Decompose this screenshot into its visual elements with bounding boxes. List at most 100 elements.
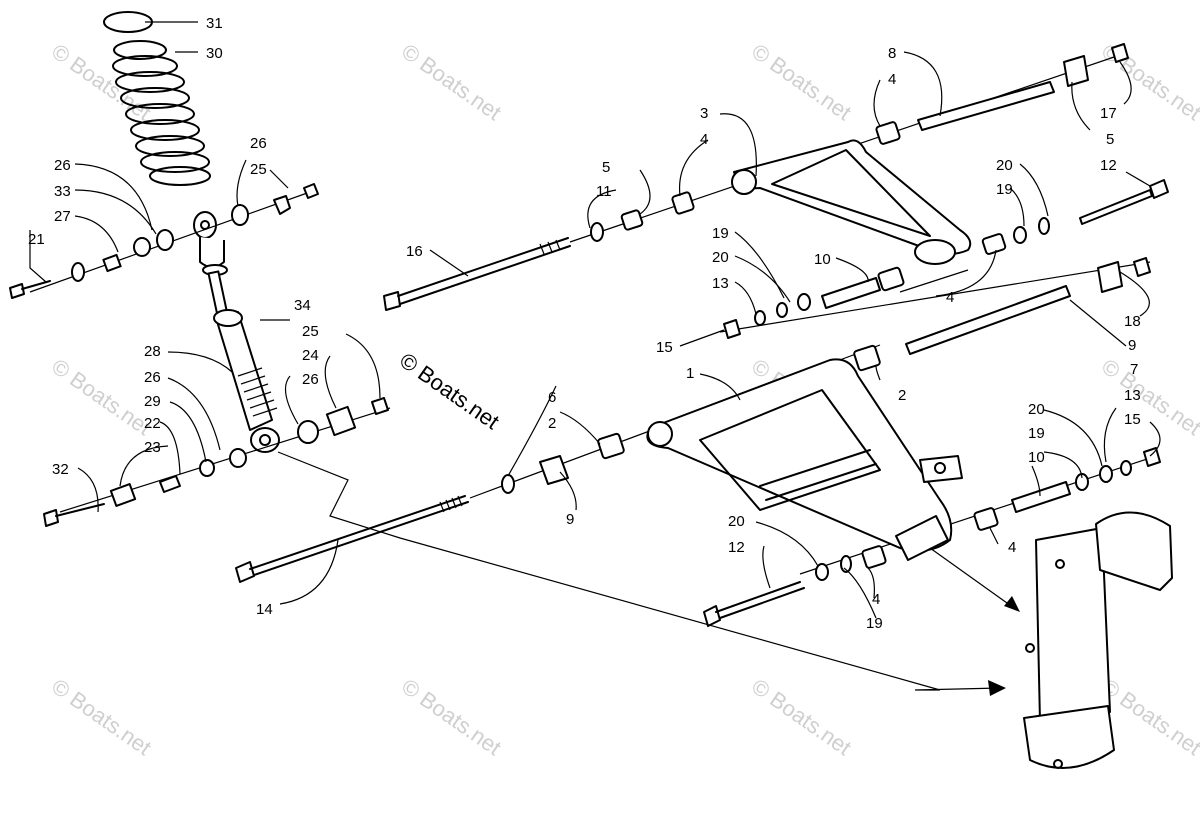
washer <box>1120 460 1132 476</box>
washer <box>229 448 247 468</box>
bushing <box>875 121 901 145</box>
callout-33: 33 <box>54 183 71 200</box>
callout-32: 32 <box>52 461 69 478</box>
watermark: © Boats.net <box>47 39 156 126</box>
bolt-head <box>703 605 721 627</box>
sleeve <box>821 277 881 309</box>
bolt-head <box>43 509 59 527</box>
callout-31: 31 <box>206 15 223 32</box>
spring-cap <box>103 11 153 33</box>
washer <box>156 229 174 251</box>
callout-13: 13 <box>712 275 729 292</box>
upper-arm-hardware <box>590 43 1169 339</box>
shock-shaft-collar <box>199 237 225 268</box>
callout-26: 26 <box>250 135 267 152</box>
lower-arm-bushing-end <box>647 421 673 447</box>
callout-10: 10 <box>1028 449 1045 466</box>
callout-20: 20 <box>728 513 745 530</box>
callout-16: 16 <box>406 243 423 260</box>
watermark: © Boats.net <box>397 39 506 126</box>
callout-19: 19 <box>996 181 1013 198</box>
watermark: © Boats.net <box>747 674 856 761</box>
lower-arm-hardware <box>501 257 1161 627</box>
bushing <box>853 344 881 372</box>
callout-19: 19 <box>712 225 729 242</box>
callout-28: 28 <box>144 343 161 360</box>
bushing <box>671 191 695 215</box>
callout-24: 24 <box>302 347 319 364</box>
callout-labels: 31 30 26 33 27 21 26 25 34 25 24 26 28 2… <box>28 15 1141 632</box>
lock-nut <box>371 397 389 415</box>
callout-34: 34 <box>294 297 311 314</box>
coil-spring <box>112 40 211 186</box>
upper-a-arm <box>731 139 972 265</box>
bolt-head <box>9 283 25 299</box>
callout-22: 22 <box>144 415 161 432</box>
washer <box>797 293 811 311</box>
sleeve <box>1011 481 1071 513</box>
callout-9: 9 <box>566 511 574 528</box>
flanged-bushing <box>1063 55 1089 87</box>
callout-10: 10 <box>814 251 831 268</box>
callout-8: 8 <box>888 45 896 62</box>
spacer <box>133 237 151 257</box>
callout-9: 9 <box>1128 337 1136 354</box>
lock-nut <box>723 319 741 339</box>
washer <box>71 262 85 282</box>
washer <box>815 563 829 581</box>
callout-4: 4 <box>700 131 708 148</box>
callout-3: 3 <box>700 105 708 122</box>
callout-25: 25 <box>250 161 267 178</box>
watermark: © Boats.net <box>747 39 856 126</box>
bushing <box>877 266 905 292</box>
callout-20: 20 <box>712 249 729 266</box>
bushing <box>199 459 215 477</box>
bushing <box>102 253 122 273</box>
washer <box>590 222 604 242</box>
shock-upper-eye <box>193 211 217 239</box>
assembly-arrows <box>277 451 1020 696</box>
callout-15: 15 <box>656 339 673 356</box>
watermark: © Boats.net <box>47 674 156 761</box>
callout-26: 26 <box>54 157 71 174</box>
callout-18: 18 <box>1124 313 1141 330</box>
callout-2: 2 <box>898 387 906 404</box>
callout-6: 6 <box>548 389 556 406</box>
washer <box>1038 217 1050 235</box>
cam-bushing <box>539 455 569 485</box>
lock-nut <box>303 183 319 199</box>
washer <box>1013 226 1027 244</box>
shock-mount-bracket <box>919 455 963 483</box>
callout-23: 23 <box>144 439 161 456</box>
callout-25: 25 <box>302 323 319 340</box>
lower-a-arm <box>646 358 963 561</box>
callout-11: 11 <box>596 183 612 200</box>
upper-arm-bushing-end <box>731 169 757 195</box>
washer <box>840 555 852 573</box>
callout-4: 4 <box>872 591 880 608</box>
lock-nut <box>1133 257 1151 277</box>
callout-19: 19 <box>1028 425 1045 442</box>
washer <box>754 310 766 326</box>
shock-absorber <box>103 11 280 453</box>
spacer <box>231 204 249 226</box>
callout-4: 4 <box>1008 539 1016 556</box>
callout-5: 5 <box>602 159 610 176</box>
upper-rear-axis <box>719 261 1151 333</box>
callout-27: 27 <box>54 208 71 225</box>
ball-joint-bracket <box>895 515 949 561</box>
shock-lower-eye <box>250 427 280 453</box>
bushing <box>981 233 1007 255</box>
callout-12: 12 <box>1100 157 1117 174</box>
flanged-bushing <box>1097 261 1123 293</box>
lock-nut <box>1111 43 1129 63</box>
spacer <box>297 420 319 444</box>
pivot-shaft <box>905 285 1071 355</box>
callout-4: 4 <box>888 71 896 88</box>
bushing <box>861 545 887 569</box>
callout-30: 30 <box>206 45 223 62</box>
sleeve <box>325 405 357 437</box>
washer <box>1075 473 1089 491</box>
lock-nut <box>1143 447 1161 467</box>
